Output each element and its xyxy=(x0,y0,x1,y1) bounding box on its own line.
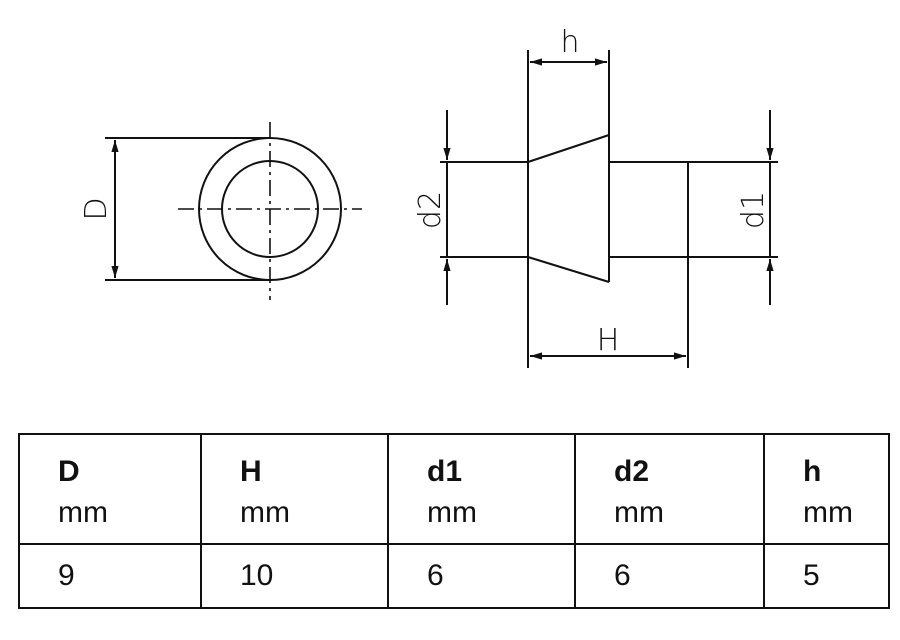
header-cell-d1: d1 mm xyxy=(387,433,576,545)
cone-top-edge xyxy=(527,134,610,163)
cone-bottom-edge xyxy=(527,256,610,283)
column-unit: mm xyxy=(803,496,853,529)
column-unit: mm xyxy=(58,496,108,529)
side-view xyxy=(440,50,778,368)
d2-label: d2 xyxy=(413,191,448,229)
column-symbol: D xyxy=(58,455,80,488)
header-cell-d2: d2 mm xyxy=(574,433,765,545)
h-label: h xyxy=(560,25,579,60)
value-cell-d1: 6 xyxy=(387,543,576,609)
technical-drawing: D h H d2 d1 xyxy=(79,25,778,368)
d1-label: d1 xyxy=(736,191,771,229)
value-cell-d2: 6 xyxy=(574,543,765,609)
column-unit: mm xyxy=(614,496,664,529)
column-symbol: d2 xyxy=(614,455,650,488)
column-symbol: d1 xyxy=(427,455,463,488)
table-row: 9 10 6 6 5 xyxy=(18,543,890,609)
header-cell-h: h mm xyxy=(763,433,890,545)
column-symbol: H xyxy=(240,455,262,488)
D-label: D xyxy=(79,197,114,220)
column-symbol: h xyxy=(803,455,822,488)
column-unit: mm xyxy=(427,496,477,529)
H-label: H xyxy=(597,323,620,358)
value-cell-H: 10 xyxy=(200,543,389,609)
column-unit: mm xyxy=(240,496,290,529)
front-view xyxy=(105,122,362,300)
value-cell-D: 9 xyxy=(18,543,202,609)
value-cell-h: 5 xyxy=(763,543,890,609)
